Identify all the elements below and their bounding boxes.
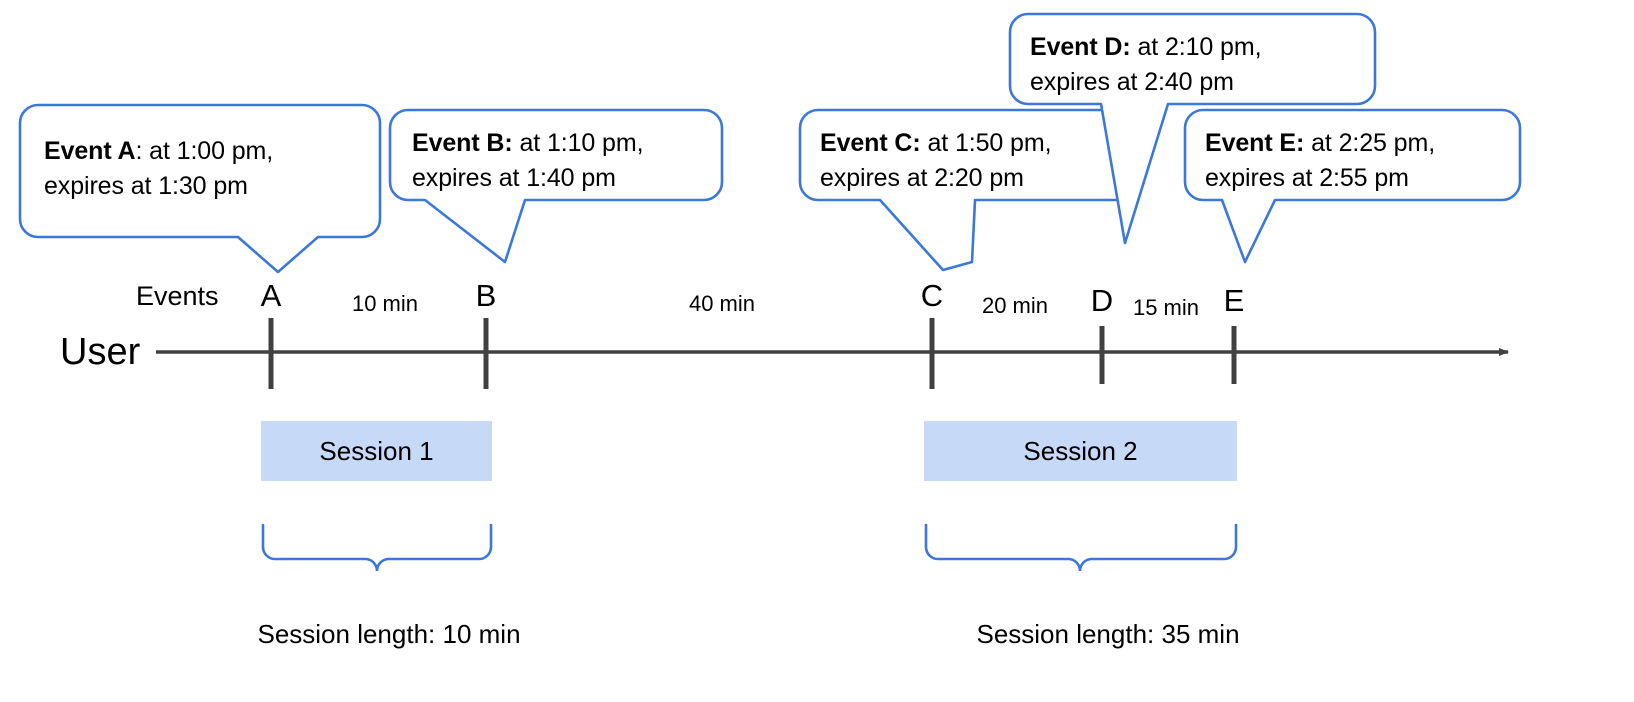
- gap-label-a-b: 10 min: [351, 291, 419, 316]
- callout-lead-event-e: Event E:: [1205, 129, 1305, 157]
- callout-line2-event-d: expires at 2:40 pm: [1030, 68, 1234, 96]
- tick-letter-a: A: [260, 278, 282, 313]
- callout-bubble-event-a: [18, 103, 382, 274]
- callout-line1-event-b: at 1:10 pm,: [512, 129, 644, 157]
- lane-label-events: Events: [136, 281, 219, 311]
- callout-bubble-event-e: [1183, 108, 1522, 264]
- gap-label-b-c: 40 min: [688, 291, 756, 316]
- callout-line1-event-e: at 2:25 pm,: [1304, 129, 1436, 157]
- callout-text-event-a: Event A: at 1:00 pm, expires at 1:30 pm: [44, 134, 273, 204]
- callout-lead-event-d: Event D:: [1030, 33, 1131, 61]
- session-label-2: Session 2: [1023, 435, 1138, 466]
- callout-bubble-event-b: [388, 108, 724, 264]
- callout-text-event-e: Event E: at 2:25 pm, expires at 2:55 pm: [1205, 126, 1435, 196]
- callout-line1-event-d: at 2:10 pm,: [1130, 33, 1262, 61]
- tick-letter-e: E: [1223, 283, 1245, 318]
- session-2-brace: [924, 523, 1238, 572]
- callout-line2-event-c: expires at 2:20 pm: [820, 164, 1024, 192]
- callout-line2-event-e: expires at 2:55 pm: [1205, 164, 1409, 192]
- actor-label-user: User: [60, 331, 141, 373]
- tick-letter-b: B: [475, 278, 497, 313]
- callout-text-event-d: Event D: at 2:10 pm, expires at 2:40 pm: [1030, 30, 1262, 100]
- session-box-2: Session 2: [924, 421, 1237, 481]
- callout-lead-event-b: Event B:: [412, 129, 513, 157]
- session-length-caption-2: Session length: 35 min: [976, 619, 1240, 649]
- gap-label-d-e: 15 min: [1132, 295, 1200, 320]
- callout-line1-event-a: : at 1:00 pm,: [135, 137, 274, 165]
- session-label-1: Session 1: [319, 435, 434, 466]
- callout-lead-event-c: Event C:: [820, 129, 921, 157]
- session-length-caption-1: Session length: 10 min: [257, 619, 521, 649]
- callout-line2-event-b: expires at 1:40 pm: [412, 164, 616, 192]
- callout-text-event-c: Event C: at 1:50 pm, expires at 2:20 pm: [820, 126, 1052, 196]
- callout-text-event-b: Event B: at 1:10 pm, expires at 1:40 pm: [412, 126, 644, 196]
- tick-letter-d: D: [1090, 283, 1114, 318]
- session-1-brace: [261, 523, 493, 572]
- callout-lead-event-a: Event A: [44, 137, 136, 165]
- callout-line2-event-a: expires at 1:30 pm: [44, 172, 248, 200]
- session-box-1: Session 1: [261, 421, 492, 481]
- gap-label-c-d: 20 min: [981, 293, 1049, 318]
- tick-letter-c: C: [920, 278, 944, 313]
- callout-line1-event-c: at 1:50 pm,: [920, 129, 1052, 157]
- callout-bubble-event-d: [1008, 12, 1377, 245]
